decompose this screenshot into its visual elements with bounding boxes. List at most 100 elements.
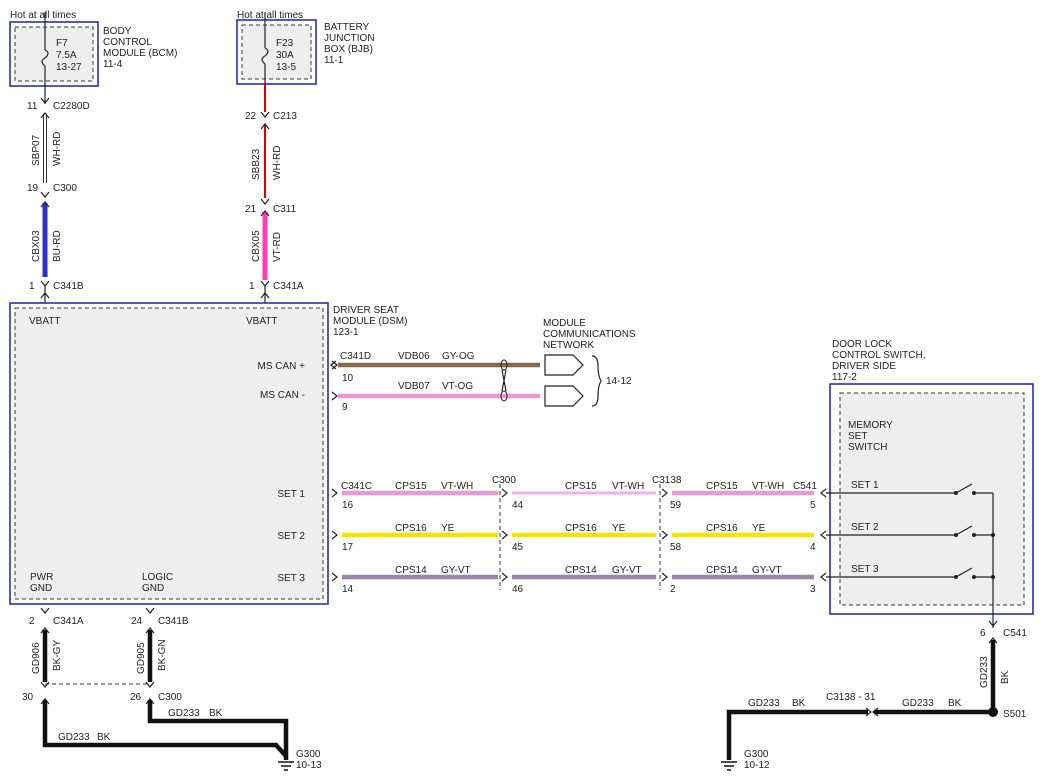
set2-pin-b: 45 bbox=[512, 542, 524, 553]
dsm-set2: SET 2 bbox=[277, 531, 305, 542]
twisted-pair-icon bbox=[500, 390, 508, 402]
set2-wire-a: CPS16 bbox=[395, 523, 427, 534]
connector-arrow-icon bbox=[40, 201, 50, 208]
connector-arrow-icon bbox=[145, 627, 155, 634]
set3-color-c: GY-VT bbox=[752, 565, 782, 576]
left-color1: WH-RD bbox=[52, 132, 63, 166]
connector-arrow-icon bbox=[40, 280, 50, 287]
set1-pin-b: 44 bbox=[512, 500, 524, 511]
bcm-inner bbox=[14, 26, 94, 82]
dsm-label-2: MODULE (DSM) bbox=[333, 316, 407, 327]
dsm-pwr-gnd-1: PWR bbox=[30, 572, 53, 583]
lg-logic-color: BK-GN bbox=[157, 639, 168, 671]
dsm-logic-gnd-1: LOGIC bbox=[142, 572, 173, 583]
connector-arrow-icon bbox=[661, 530, 668, 540]
connector-arrow-icon bbox=[260, 210, 270, 217]
set1-wire-a: CPS15 bbox=[395, 481, 427, 492]
lg-c300-pin-a: 30 bbox=[22, 692, 34, 703]
dsm-module: DRIVER SEAT MODULE (DSM) 123-1 VBATT VBA… bbox=[9, 302, 407, 605]
dsm-logic-gnd-2: GND bbox=[142, 583, 164, 594]
connector-arrow-icon bbox=[331, 572, 338, 582]
bjb-fuse-rating: 30A bbox=[276, 50, 294, 61]
set-conn-d: C541 bbox=[793, 481, 817, 492]
lg-c300: C300 bbox=[158, 692, 182, 703]
left-wire1: SBP07 bbox=[31, 134, 42, 166]
set-conn-a: C341C bbox=[341, 481, 372, 492]
bcm-label-3: MODULE (BCM) bbox=[103, 48, 177, 59]
connector-arrow-icon bbox=[661, 572, 668, 582]
set3-pin-a: 14 bbox=[342, 584, 354, 595]
bcm-fuse-block: Hot at all times F7 7.5A 13-27 BODY CONT… bbox=[9, 10, 177, 87]
rg-seg-color: BK bbox=[948, 698, 962, 709]
left-feed-circuit: 11 C2280D SBP07 WH-RD 19 C300 CBX03 BU-R… bbox=[27, 86, 90, 303]
bcm-label-4: 11-4 bbox=[103, 59, 123, 70]
connector-arrow-icon bbox=[40, 627, 50, 634]
door-lock-switch: DOOR LOCK CONTROL SWITCH, DRIVER SIDE 11… bbox=[826, 339, 1034, 628]
left-conn1: C2280D bbox=[53, 101, 90, 112]
dsm-label-3: 123-1 bbox=[333, 327, 359, 338]
switch-box bbox=[829, 383, 1034, 615]
dsm-ms-can-minus: MS CAN - bbox=[260, 390, 305, 401]
bjb-box bbox=[236, 19, 317, 85]
set1-pin-a: 16 bbox=[342, 500, 354, 511]
connector-arrow-icon bbox=[820, 530, 827, 540]
bcm-fuse-id: F7 bbox=[56, 38, 68, 49]
set3-wire-c: CPS14 bbox=[706, 565, 738, 576]
connector-arrow-icon bbox=[40, 698, 50, 705]
network-connector-icon bbox=[544, 354, 584, 376]
bcm-fuse-rating: 7.5A bbox=[56, 50, 77, 61]
dsm-set3: SET 3 bbox=[277, 573, 305, 584]
set1-pin-c: 59 bbox=[670, 500, 682, 511]
connector-arrow-icon bbox=[501, 572, 508, 582]
set-circuits: C341C C300 C3138 C541 16 44 59 5 CPS15 V… bbox=[331, 475, 827, 595]
rg-wire: GD233 bbox=[979, 656, 990, 688]
dsm-box bbox=[9, 302, 329, 605]
can-conn: C341D bbox=[340, 351, 371, 362]
left-ground-circuit: 2 C341A 24 C341B GD906 BK-GY GD905 BK-GN… bbox=[22, 607, 322, 771]
can-network-3: NETWORK bbox=[543, 340, 594, 351]
connector-arrow-icon bbox=[820, 488, 827, 498]
left-conn2: C300 bbox=[53, 183, 77, 194]
bcm-label-2: CONTROL bbox=[103, 37, 152, 48]
rg-seg-wire: GD233 bbox=[902, 698, 934, 709]
switch-set1: SET 1 bbox=[851, 480, 879, 491]
bjb-label-2: JUNCTION bbox=[324, 33, 375, 44]
set2-pin-c: 58 bbox=[670, 542, 682, 553]
set-conn-c: C3138 bbox=[652, 475, 682, 486]
can-plus-color: GY-OG bbox=[442, 351, 475, 362]
rg-color: BK bbox=[1000, 670, 1011, 684]
connector-arrow-icon bbox=[260, 198, 270, 205]
connector-arrow-icon bbox=[40, 112, 50, 119]
set3-pin-b: 46 bbox=[512, 584, 524, 595]
rg-left-wire: GD233 bbox=[748, 698, 780, 709]
switch-inner-1: MEMORY bbox=[848, 420, 893, 431]
connector-arrow-icon bbox=[40, 681, 50, 688]
network-connector-icon bbox=[544, 385, 584, 407]
dsm-ms-can-plus: MS CAN + bbox=[257, 361, 305, 372]
right-pin2: 21 bbox=[245, 204, 257, 215]
left-pin2: 19 bbox=[27, 183, 39, 194]
left-wire2: CBX03 bbox=[31, 230, 42, 262]
set2-pin-a: 17 bbox=[342, 542, 354, 553]
dsm-inner bbox=[14, 307, 324, 600]
right-ground-circuit: 6 C541 GD233 BK S501 GD233 BK C3138 - 31… bbox=[721, 620, 1027, 771]
set3-pin-d: 3 bbox=[810, 584, 816, 595]
dsm-pwr-gnd-2: GND bbox=[30, 583, 52, 594]
connector-arrow-icon bbox=[331, 488, 338, 498]
connector-arrow-icon bbox=[40, 97, 50, 104]
connector-arrow-icon bbox=[145, 607, 155, 614]
dsm-set1: SET 1 bbox=[277, 489, 305, 500]
set1-wire-c: CPS15 bbox=[706, 481, 738, 492]
set1-wire-b: CPS15 bbox=[565, 481, 597, 492]
right-conn3: C341A bbox=[273, 281, 304, 292]
set3-wire-a: CPS14 bbox=[395, 565, 427, 576]
set3-color-a: GY-VT bbox=[441, 565, 471, 576]
connector-arrow-icon bbox=[331, 391, 338, 401]
bjb-inner bbox=[241, 24, 312, 80]
rg-conn: C541 bbox=[1003, 628, 1027, 639]
twisted-pair-icon bbox=[500, 359, 508, 371]
right-wire1: SBB23 bbox=[251, 148, 262, 180]
bjb-label-4: 11-1 bbox=[324, 55, 344, 66]
wire-gd233-b bbox=[147, 700, 289, 760]
